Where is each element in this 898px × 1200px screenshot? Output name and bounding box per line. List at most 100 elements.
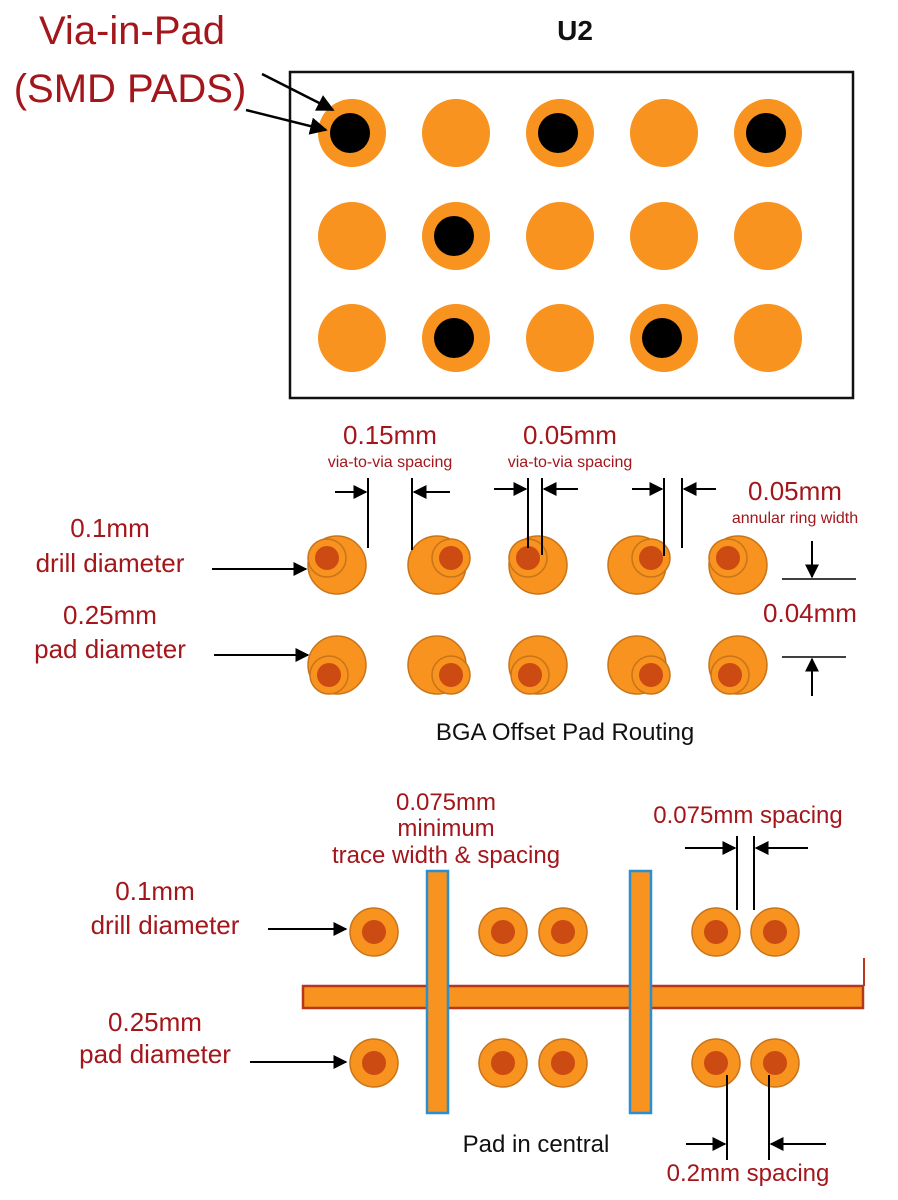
via-hole xyxy=(642,318,682,358)
dim-004-value: 0.04mm xyxy=(763,598,857,628)
via-drill xyxy=(439,663,463,687)
smd-pad xyxy=(734,202,802,270)
offset-pad xyxy=(307,635,367,695)
smd-pad xyxy=(526,202,594,270)
offset-pad xyxy=(307,535,367,595)
pad-diameter-label-2: pad diameter xyxy=(79,1039,231,1069)
smd-pad-cell xyxy=(526,202,594,270)
callout-arrow-1 xyxy=(261,72,335,112)
central-pad xyxy=(349,1038,399,1088)
pad-drill xyxy=(362,1051,386,1075)
offset-pad xyxy=(708,535,768,595)
vertical-trace-2 xyxy=(628,869,653,1115)
via-drill xyxy=(639,663,663,687)
pad-drill xyxy=(491,1051,515,1075)
pad-drill xyxy=(362,920,386,944)
smd-pad-cell xyxy=(526,304,594,372)
smd-pad-cell xyxy=(422,99,490,167)
spacing-bottom-label: 0.2mm spacing xyxy=(667,1160,830,1187)
via-in-pad-cell xyxy=(734,99,802,167)
smd-pad xyxy=(318,304,386,372)
bga-offset-caption: BGA Offset Pad Routing xyxy=(436,719,694,746)
smd-pad xyxy=(526,304,594,372)
via-hole xyxy=(434,318,474,358)
central-pad xyxy=(538,1038,588,1088)
central-pad xyxy=(750,907,800,957)
offset-pad xyxy=(508,635,568,695)
via-drill xyxy=(317,663,341,687)
via-in-pad-cell xyxy=(318,99,386,167)
horizontal-trace xyxy=(301,984,865,1010)
via-drill xyxy=(516,546,540,570)
smd-pad-cell xyxy=(734,304,802,372)
pad-drill xyxy=(763,920,787,944)
offset-pad xyxy=(607,535,671,595)
callout-arrow-2 xyxy=(245,108,328,135)
via-in-pad-cell xyxy=(630,304,698,372)
via-hole xyxy=(434,216,474,256)
central-pad xyxy=(349,907,399,957)
vertical-trace-1 xyxy=(425,869,450,1115)
offset-pad xyxy=(607,635,671,695)
central-pad xyxy=(750,1038,800,1088)
offset-pad xyxy=(407,535,471,595)
pad-drill xyxy=(551,1051,575,1075)
via-drill xyxy=(639,546,663,570)
trace-width-spacing-label: trace width & spacing xyxy=(332,842,560,869)
section-bga-offset: 0.15mm via-to-via spacing 0.05mm via-to-… xyxy=(34,420,858,746)
central-pad xyxy=(691,1038,741,1088)
smd-pad-cell xyxy=(318,304,386,372)
central-pad-array xyxy=(349,907,800,1088)
offset-pad xyxy=(508,535,568,595)
via-drill xyxy=(439,546,463,570)
smd-pad xyxy=(318,202,386,270)
pad-drill xyxy=(704,920,728,944)
dim-005-value: 0.05mm xyxy=(523,420,617,450)
via-in-pad-cell xyxy=(526,99,594,167)
dim-015-note: via-to-via spacing xyxy=(328,454,453,471)
section-pad-in-central: 0.075mm minimum trace width & spacing 0.… xyxy=(79,789,865,1187)
central-pad xyxy=(478,1038,528,1088)
pad-drill xyxy=(551,920,575,944)
pad-drill xyxy=(704,1051,728,1075)
section-via-in-pad: U2 Via-in-Pad (SMD PADS) xyxy=(14,9,855,400)
smd-pad-cell xyxy=(318,202,386,270)
central-pad xyxy=(538,907,588,957)
spacing-top-label: 0.075mm spacing xyxy=(653,802,842,829)
drill-diameter-label-2: drill diameter xyxy=(91,910,240,940)
dim-015-value: 0.15mm xyxy=(343,420,437,450)
drill-diameter-value: 0.1mm xyxy=(70,513,149,543)
via-hole xyxy=(538,113,578,153)
via-hole xyxy=(746,113,786,153)
pad-diameter-label: pad diameter xyxy=(34,634,186,664)
drill-diameter-value-2: 0.1mm xyxy=(115,876,194,906)
via-in-pad-cell xyxy=(422,304,490,372)
pad-in-central-caption: Pad in central xyxy=(463,1131,610,1158)
offset-pad xyxy=(708,635,768,695)
smd-pad xyxy=(630,99,698,167)
via-drill xyxy=(718,663,742,687)
drill-diameter-label: drill diameter xyxy=(36,548,185,578)
annular-ring-note: annular ring width xyxy=(732,510,858,527)
smd-pad-cell xyxy=(734,202,802,270)
via-drill xyxy=(716,546,740,570)
smd-pads-title: (SMD PADS) xyxy=(14,67,247,111)
pad-diameter-value-2: 0.25mm xyxy=(108,1007,202,1037)
offset-pad-array xyxy=(307,535,768,695)
pad-diameter-value: 0.25mm xyxy=(63,600,157,630)
trace-minimum-label: minimum xyxy=(397,815,494,842)
offset-pad xyxy=(407,635,471,695)
via-drill xyxy=(315,546,339,570)
smd-pad-cell xyxy=(630,202,698,270)
component-label: U2 xyxy=(557,15,593,46)
via-drill xyxy=(518,663,542,687)
via-pad-grid xyxy=(318,99,802,372)
via-in-pad-cell xyxy=(422,202,490,270)
trace-width-value: 0.075mm xyxy=(396,789,496,816)
smd-pad xyxy=(630,202,698,270)
smd-pad-cell xyxy=(630,99,698,167)
annular-ring-value: 0.05mm xyxy=(748,476,842,506)
smd-pad xyxy=(734,304,802,372)
via-hole xyxy=(330,113,370,153)
